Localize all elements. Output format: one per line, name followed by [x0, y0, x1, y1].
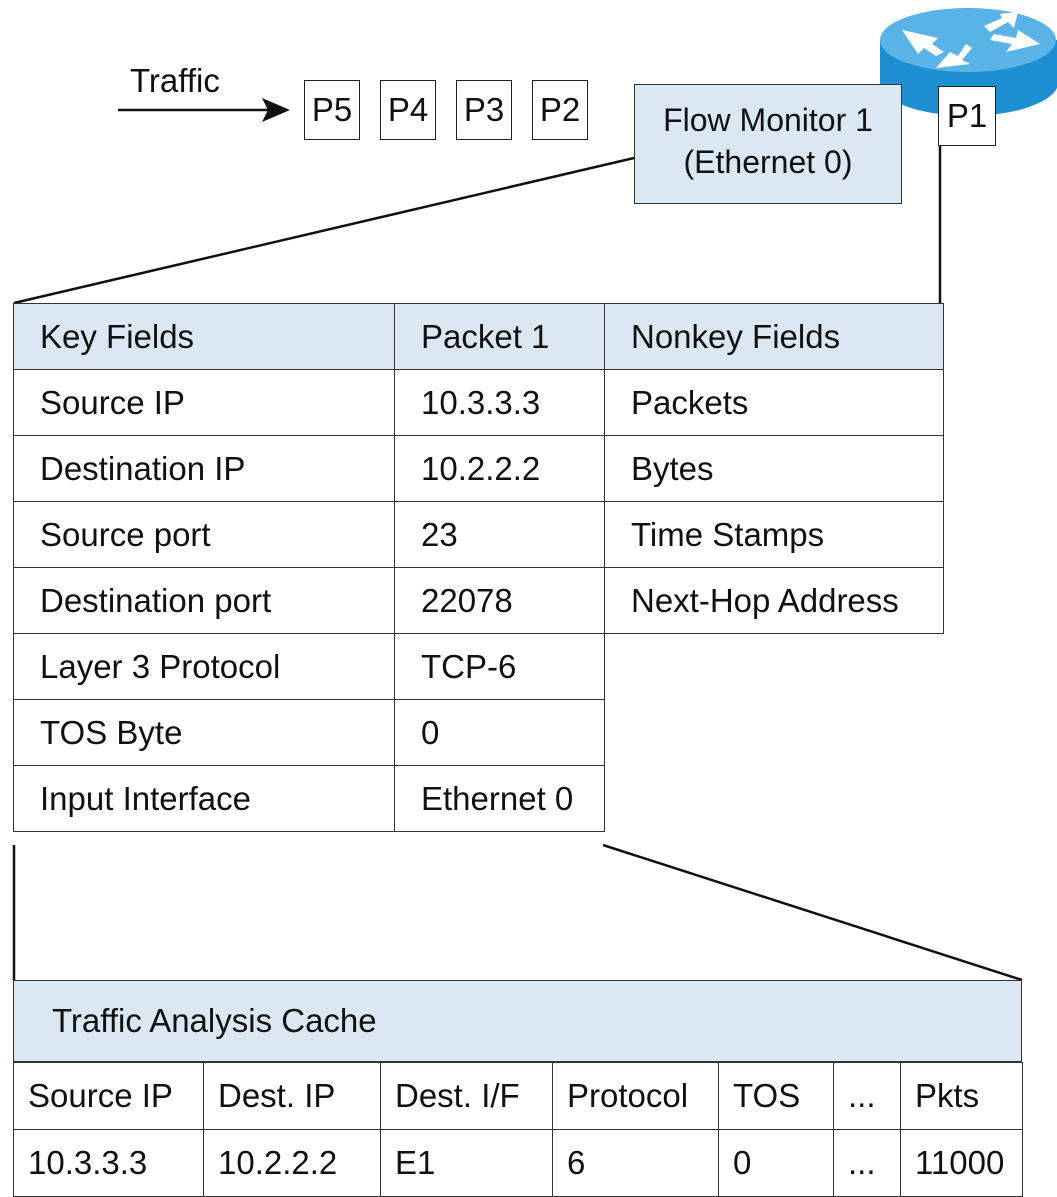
packet-value: 0 — [394, 699, 605, 766]
table-row: Destination port 22078 Next-Hop Address — [13, 567, 944, 634]
traffic-arrow-head — [262, 98, 290, 122]
fields-header-row: Key Fields Packet 1 Nonkey Fields — [13, 303, 944, 370]
packet-p2: P2 — [532, 80, 588, 140]
empty-cell — [605, 700, 944, 766]
header-packet-1: Packet 1 — [394, 303, 605, 370]
key-field: Source IP — [13, 369, 395, 436]
header-key-fields: Key Fields — [13, 303, 395, 370]
cache-table: Source IP Dest. IP Dest. I/F Protocol TO… — [13, 1062, 1023, 1197]
cache-header-dest-ip: Dest. IP — [203, 1062, 381, 1130]
cache-header-protocol: Protocol — [552, 1062, 719, 1130]
table-row: TOS Byte 0 — [13, 699, 944, 766]
flow-monitor-box: Flow Monitor 1 (Ethernet 0) — [634, 84, 902, 204]
cache-cell-protocol: 6 — [552, 1129, 719, 1197]
packet-value: 10.3.3.3 — [394, 369, 605, 436]
empty-cell — [605, 766, 944, 832]
key-field: TOS Byte — [13, 699, 395, 766]
cache-title: Traffic Analysis Cache — [13, 980, 1022, 1062]
table-row: Input Interface Ethernet 0 — [13, 765, 944, 832]
packet-value: Ethernet 0 — [394, 765, 605, 832]
cache-header-pkts: Pkts — [900, 1062, 1023, 1130]
flow-monitor-interface: (Ethernet 0) — [683, 144, 853, 180]
header-nonkey-fields: Nonkey Fields — [604, 303, 944, 370]
packet-p1: P1 — [938, 86, 996, 146]
traffic-label: Traffic — [130, 62, 220, 99]
cache-cell-ellipsis: ... — [833, 1129, 901, 1197]
table-row: 10.3.3.3 10.2.2.2 E1 6 0 ... 11000 — [13, 1129, 1023, 1197]
cache-header-dest-if: Dest. I/F — [380, 1062, 553, 1130]
cache-header-source-ip: Source IP — [13, 1062, 204, 1130]
router-icon — [880, 8, 1057, 116]
key-field: Source port — [13, 501, 395, 568]
packet-value: 23 — [394, 501, 605, 568]
zoom-line-left — [13, 156, 635, 305]
cache-cell-dest-if: E1 — [380, 1129, 553, 1197]
cache-cell-dest-ip: 10.2.2.2 — [203, 1129, 381, 1197]
cache-header-row: Source IP Dest. IP Dest. I/F Protocol TO… — [13, 1062, 1023, 1130]
packet-p5: P5 — [304, 80, 360, 140]
nonkey-field: Bytes — [604, 435, 944, 502]
key-field: Input Interface — [13, 765, 395, 832]
cache-line-right — [602, 843, 1023, 982]
table-row: Source IP 10.3.3.3 Packets — [13, 369, 944, 436]
flow-fields-table: Key Fields Packet 1 Nonkey Fields Source… — [13, 303, 944, 832]
cache-header-ellipsis: ... — [833, 1062, 901, 1130]
table-row: Layer 3 Protocol TCP-6 — [13, 633, 944, 700]
packet-value: 22078 — [394, 567, 605, 634]
packet-value: TCP-6 — [394, 633, 605, 700]
packet-p3: P3 — [456, 80, 512, 140]
packet-value: 10.2.2.2 — [394, 435, 605, 502]
nonkey-field: Next-Hop Address — [604, 567, 944, 634]
key-field: Layer 3 Protocol — [13, 633, 395, 700]
cache-cell-source-ip: 10.3.3.3 — [13, 1129, 204, 1197]
nonkey-field: Time Stamps — [604, 501, 944, 568]
cache-cell-tos: 0 — [718, 1129, 834, 1197]
key-field: Destination IP — [13, 435, 395, 502]
key-field: Destination port — [13, 567, 395, 634]
flow-monitor-title: Flow Monitor 1 — [663, 102, 873, 138]
cache-header-tos: TOS — [718, 1062, 834, 1130]
table-row: Source port 23 Time Stamps — [13, 501, 944, 568]
packet-p4: P4 — [380, 80, 436, 140]
traffic-analysis-cache: Traffic Analysis Cache — [13, 980, 1022, 1062]
empty-cell — [605, 634, 944, 700]
table-row: Destination IP 10.2.2.2 Bytes — [13, 435, 944, 502]
cache-cell-pkts: 11000 — [900, 1129, 1023, 1197]
nonkey-field: Packets — [604, 369, 944, 436]
